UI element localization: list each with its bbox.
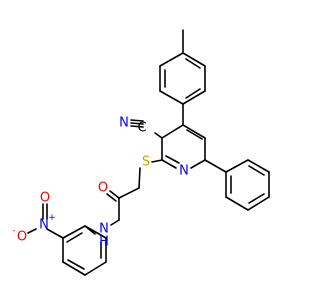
sulfur-label: S	[142, 155, 150, 170]
nitro-nitrogen-charge: +	[48, 213, 56, 223]
carbonyl-oxygen-label: O	[98, 181, 108, 196]
nitrophenyl-ring	[46, 225, 107, 276]
phenyl-ring	[204, 159, 270, 211]
molecule-canvas: C N S N O N H N + O O -	[12, 29, 270, 276]
amide-hydrogen-label: H	[99, 235, 109, 250]
nitro-nitrogen-label: N	[39, 218, 49, 233]
tolyl-ring	[159, 29, 206, 105]
structure-drawing: C N S N O N H N + O O -	[12, 29, 270, 276]
amide-nitrogen-label: N	[99, 222, 109, 237]
nitro-bonds	[27, 203, 48, 234]
nitro-oxygen-left-label: O	[17, 230, 27, 245]
thioacetamide-bonds	[106, 159, 163, 226]
nitrile-bonds	[130, 119, 163, 139]
nitro-oxygen-top-label: O	[40, 191, 50, 206]
pyridine-ring	[161, 103, 206, 169]
nitrile-carbon-label: C	[137, 121, 146, 136]
pyridine-nitrogen-label: N	[179, 164, 189, 179]
nitrile-nitrogen-label: N	[119, 116, 129, 131]
nitro-oxygen-charge: -	[12, 226, 15, 236]
